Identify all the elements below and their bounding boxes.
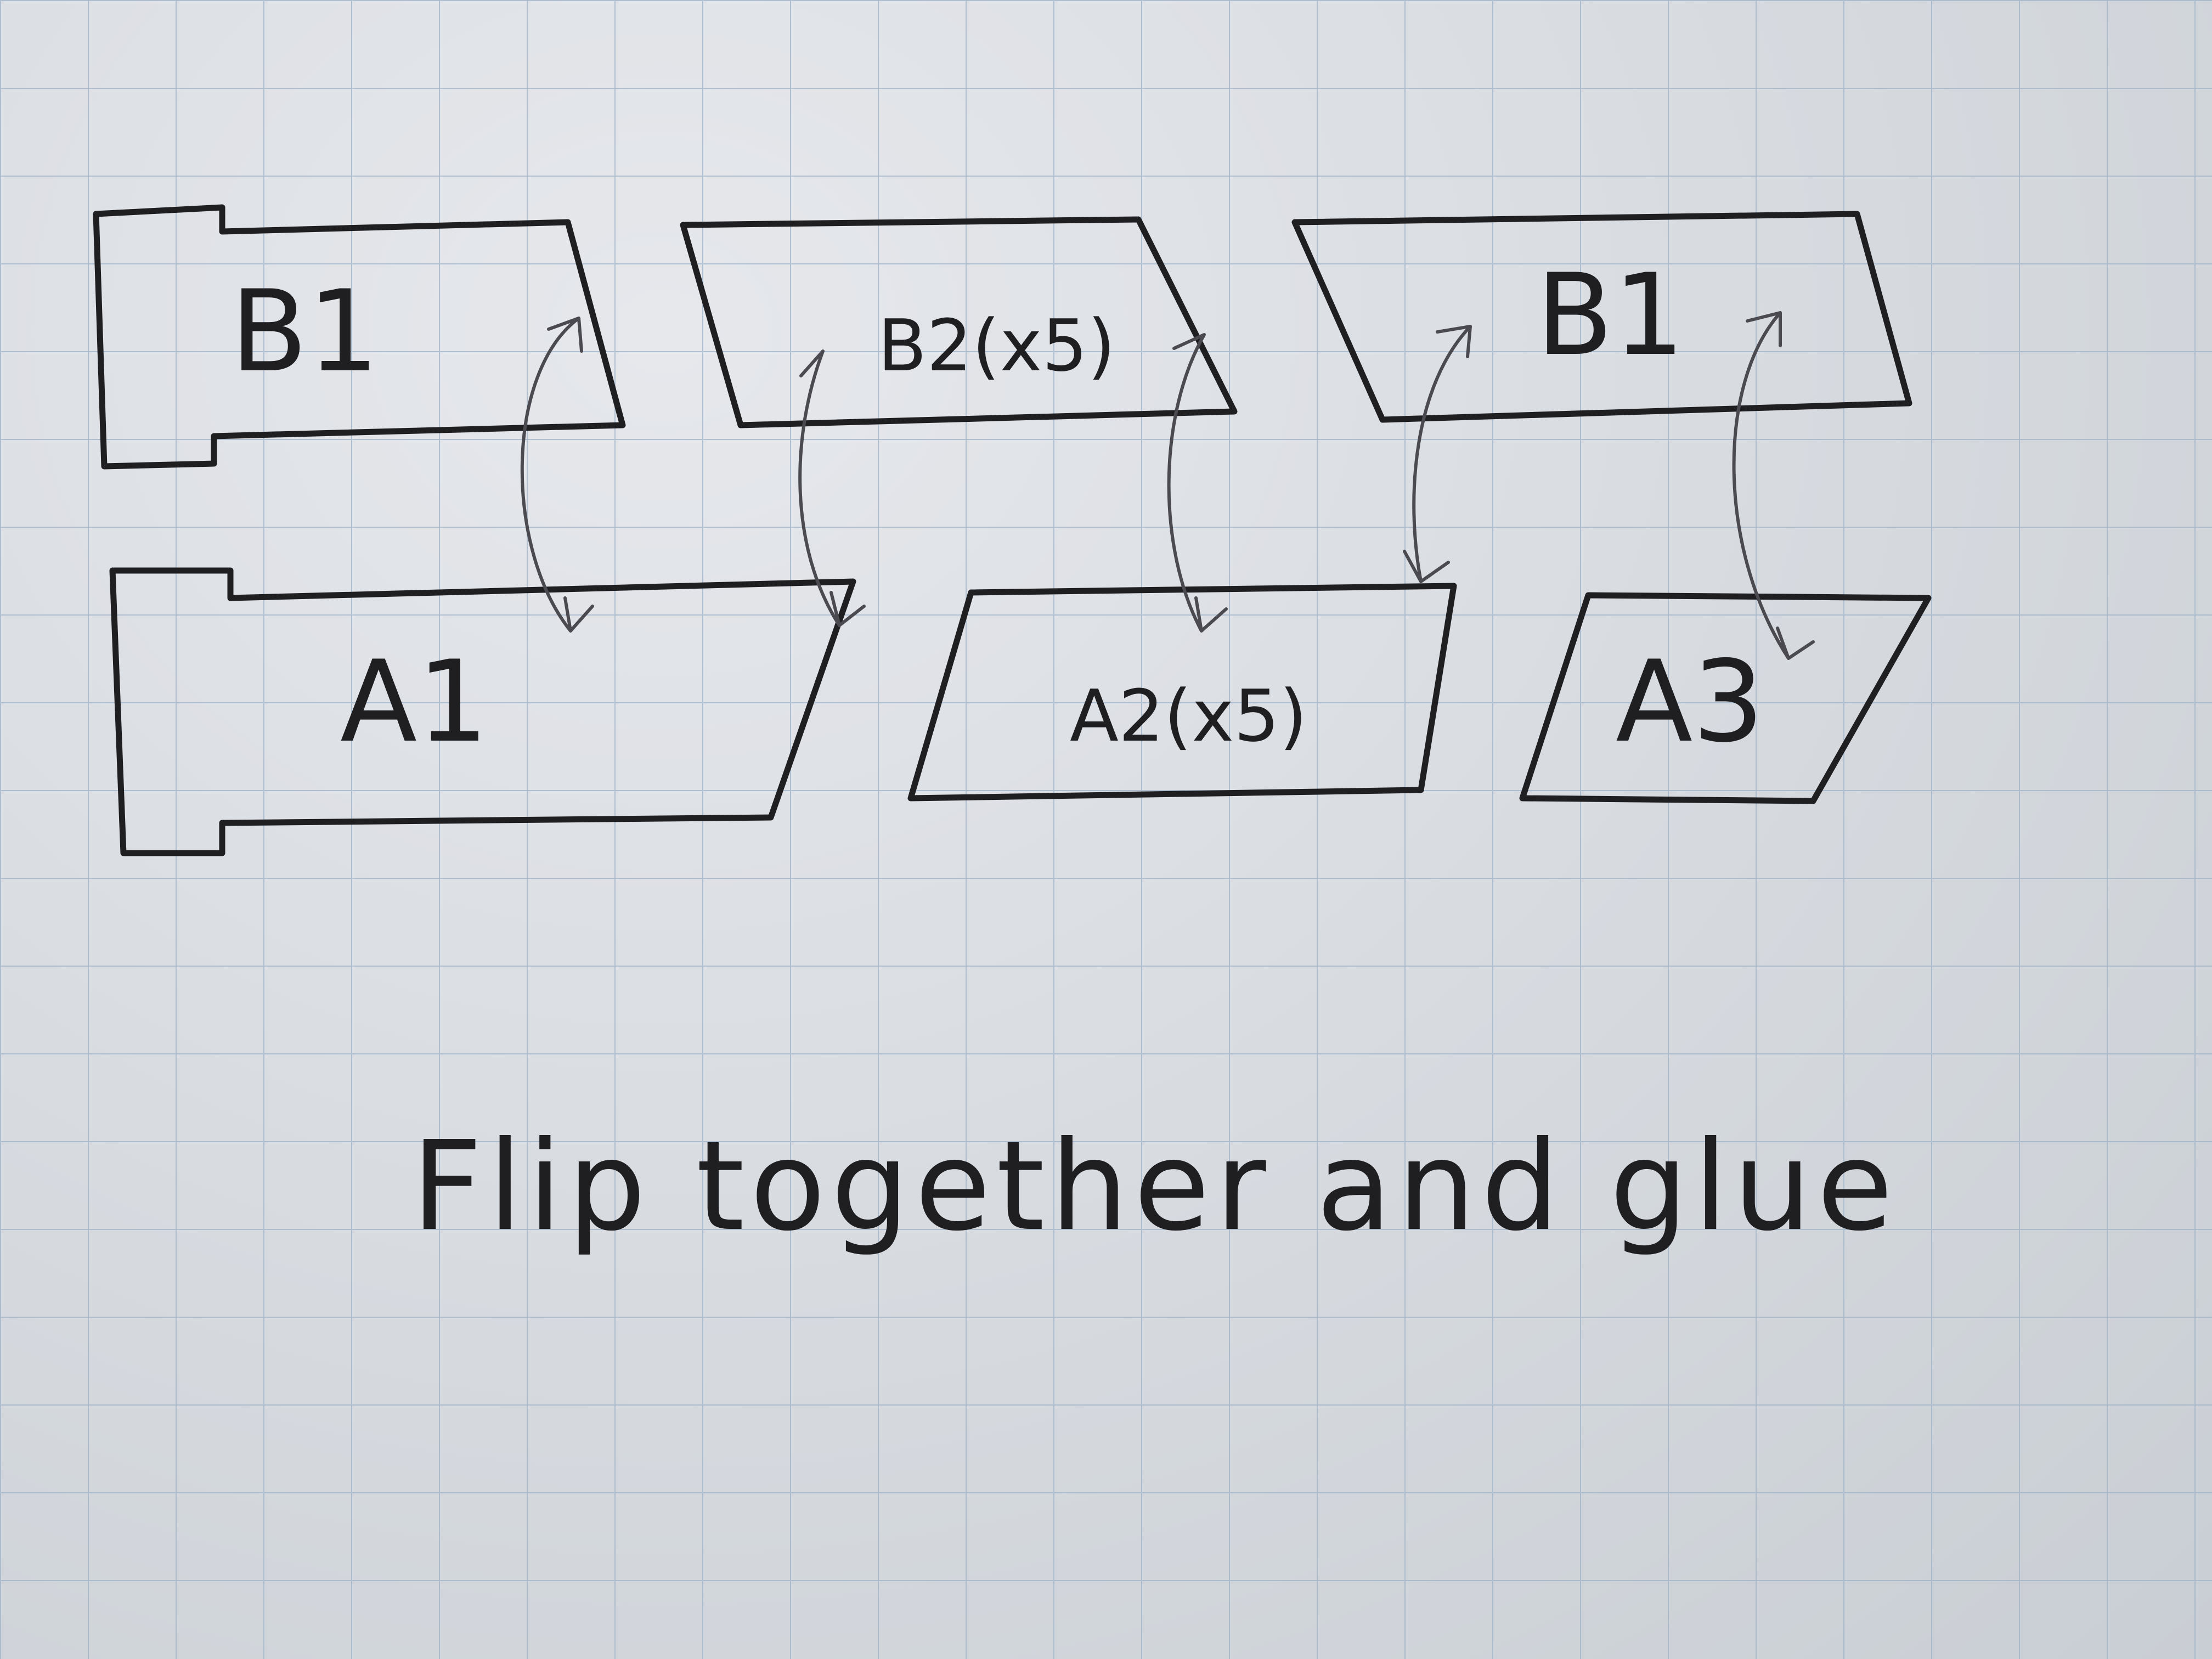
label-a1: A1 [340, 637, 489, 768]
piece-b2-outline [680, 216, 1238, 428]
label-b1-right: B1 [1536, 250, 1685, 381]
label-b2: B2(x5) [878, 304, 1115, 387]
caption-instruction: Flip together and glue [411, 1115, 1898, 1259]
arrow-b1-left-to-a1 [520, 317, 594, 633]
arrow-b1-right-to-a3 [1732, 311, 1815, 660]
piece-a2-outline [907, 583, 1457, 802]
piece-a1-outline [109, 567, 856, 856]
piece-a3-outline [1519, 592, 1932, 804]
piece-b1-right-outline [1291, 211, 1912, 423]
label-a2: A2(x5) [1070, 674, 1307, 758]
label-b1-left: B1 [230, 267, 379, 397]
arrow-b1-right-to-a2 [1403, 325, 1472, 583]
arrow-b2-to-a1 [798, 349, 866, 627]
arrow-b2-to-a2 [1167, 333, 1228, 633]
piece-b1-left-outline [93, 204, 626, 470]
label-a3: A3 [1616, 637, 1764, 768]
